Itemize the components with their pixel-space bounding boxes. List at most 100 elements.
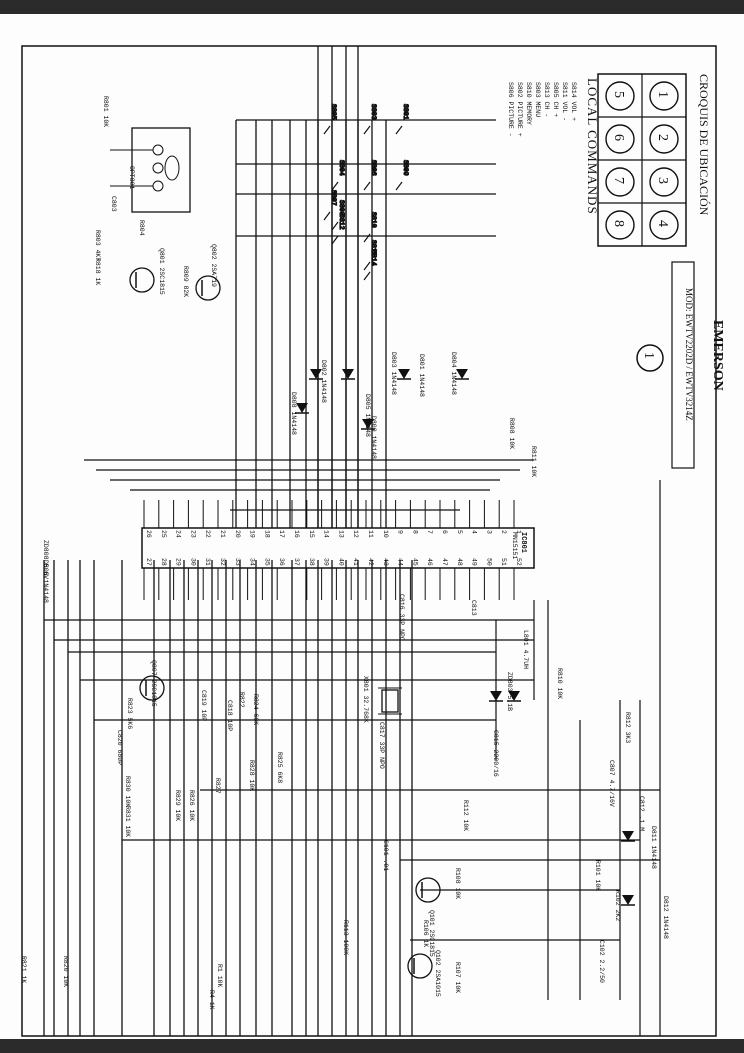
svg-text:37: 37	[293, 558, 300, 566]
svg-text:10: 10	[382, 530, 389, 538]
svg-text:D808 1N4148: D808 1N4148	[290, 392, 297, 435]
ic801-pin-3: 3	[485, 530, 492, 534]
svg-text:C102 2.2/50: C102 2.2/50	[598, 940, 605, 983]
svg-text:S805: S805	[330, 104, 337, 120]
component-d806: D806 1N4148	[42, 560, 49, 603]
ic801-pin-26: 26	[145, 530, 152, 538]
svg-text:19: 19	[249, 530, 256, 538]
svg-text:15: 15	[308, 530, 315, 538]
svg-text:25: 25	[160, 530, 167, 538]
switch-s810: S810	[369, 211, 377, 228]
svg-text:Q801 2SC1815: Q801 2SC1815	[158, 248, 165, 295]
svg-text:Q807 2SC1815: Q807 2SC1815	[150, 660, 157, 707]
svg-text:R821 1K: R821 1K	[20, 956, 27, 983]
svg-text:R811 10K: R811 10K	[530, 446, 537, 477]
svg-text:Q102 2SA1015: Q102 2SA1015	[434, 950, 441, 997]
command-item: S802 PICTURE +	[516, 82, 523, 137]
svg-text:C813: C813	[470, 600, 477, 616]
component-d808: D808 1N4148	[290, 392, 297, 435]
component-r101: R101 10K	[594, 860, 601, 891]
svg-text:R101 10K: R101 10K	[594, 860, 601, 891]
svg-text:17: 17	[278, 530, 285, 538]
component-r1: R1 10K	[216, 964, 223, 988]
svg-text:D812 1N4148: D812 1N4148	[662, 896, 669, 939]
svg-text:1: 1	[515, 530, 522, 534]
diode-2	[398, 369, 410, 379]
svg-text:R801 10K: R801 10K	[102, 96, 109, 127]
component-r821: R821 1K	[20, 956, 27, 983]
svg-text:C803: C803	[110, 196, 117, 212]
svg-text:D809 1N4148: D809 1N4148	[370, 416, 377, 459]
svg-text:23: 23	[189, 530, 196, 538]
ic801-pin-25: 25	[160, 530, 167, 538]
grid-cell-6	[605, 124, 635, 154]
grid-cell-5	[605, 81, 635, 111]
svg-text:5: 5	[611, 91, 626, 98]
component-r826: R826 10K	[188, 790, 195, 821]
diode-5	[362, 419, 374, 429]
component-c812: C812 .1 M	[638, 796, 645, 831]
switch-s808: S808	[337, 199, 345, 216]
component-r828: R828 10K	[248, 760, 255, 791]
svg-text:47: 47	[441, 558, 448, 566]
brand-text: EMERSON	[710, 320, 725, 391]
grid-label-5: 5	[611, 91, 626, 98]
ic801-pin-5: 5	[456, 530, 463, 534]
component-r112: R112 10K	[462, 800, 469, 831]
svg-text:R113 100K: R113 100K	[342, 920, 349, 955]
switch-s806: S806	[369, 159, 377, 176]
component-r808: R808 10K	[508, 418, 515, 449]
scan-bottom-edge	[0, 1039, 744, 1053]
ic801-pin-28: 28	[160, 558, 167, 566]
component-l801: L801 4.7UH	[522, 630, 529, 669]
svg-text:ZD803 5.1B: ZD803 5.1B	[506, 672, 513, 711]
component-q807: Q807 2SC1815	[150, 660, 157, 707]
svg-text:29: 29	[175, 558, 182, 566]
svg-text:R828 10K: R828 10K	[248, 760, 255, 791]
svg-text:26: 26	[145, 530, 152, 538]
svg-text:48: 48	[456, 558, 463, 566]
ic801: IC801 MN15151 12345678910111213141516171…	[141, 500, 535, 600]
svg-text:6: 6	[611, 134, 626, 141]
ic801-pin-29: 29	[175, 558, 182, 566]
component-c818: C818 10P	[226, 700, 233, 731]
svg-text:22: 22	[204, 530, 211, 538]
switch-s812: S812	[337, 213, 345, 230]
svg-text:32: 32	[219, 558, 226, 566]
component-c815: C815 2200/16	[492, 730, 499, 777]
svg-text:45: 45	[411, 558, 418, 566]
component-q802: Q802 2SA719	[210, 244, 217, 287]
model-label: MOD: EWTV2202D / EWTV3214Z	[671, 261, 695, 469]
svg-text:C815 2200/16: C815 2200/16	[492, 730, 499, 777]
switch-s807: S807	[329, 189, 337, 206]
svg-text:X801 32.768K: X801 32.768K	[362, 676, 369, 723]
ic801-pin-48: 48	[456, 558, 463, 566]
transistor-q801	[129, 267, 155, 293]
ic801-pin-31: 31	[204, 558, 211, 566]
switch-s809: S809	[401, 159, 409, 176]
svg-text:13: 13	[337, 530, 344, 538]
svg-text:3: 3	[655, 177, 670, 184]
component-r830: R830 10K	[124, 776, 131, 807]
component-r827: R827	[214, 778, 221, 794]
component-r823: R823 5K6	[126, 698, 133, 729]
ic801-pin-49: 49	[471, 558, 478, 566]
ic801-pin-12: 12	[352, 530, 359, 538]
page-border	[21, 45, 717, 1037]
component-c816: C816 33P NPO	[398, 594, 405, 641]
component-x801: X801 32.768K	[362, 676, 369, 723]
grid-label-3: 3	[655, 177, 670, 184]
ic801-pin-41: 41	[352, 558, 359, 566]
ic801-pin-45: 45	[411, 558, 418, 566]
ic801-pin-7: 7	[426, 530, 433, 534]
lower-wiring	[44, 459, 661, 1036]
svg-text:R804: R804	[138, 220, 145, 236]
local-commands-list: S814 VOL +S811 VOL -S805 CH +S813 CH -S8…	[507, 82, 577, 137]
command-item: S806 PICTURE -	[507, 82, 514, 137]
ic801-pin-14: 14	[323, 530, 330, 538]
component-c101: C101 .01	[382, 840, 389, 871]
component-r831: R831 10K	[124, 806, 131, 837]
